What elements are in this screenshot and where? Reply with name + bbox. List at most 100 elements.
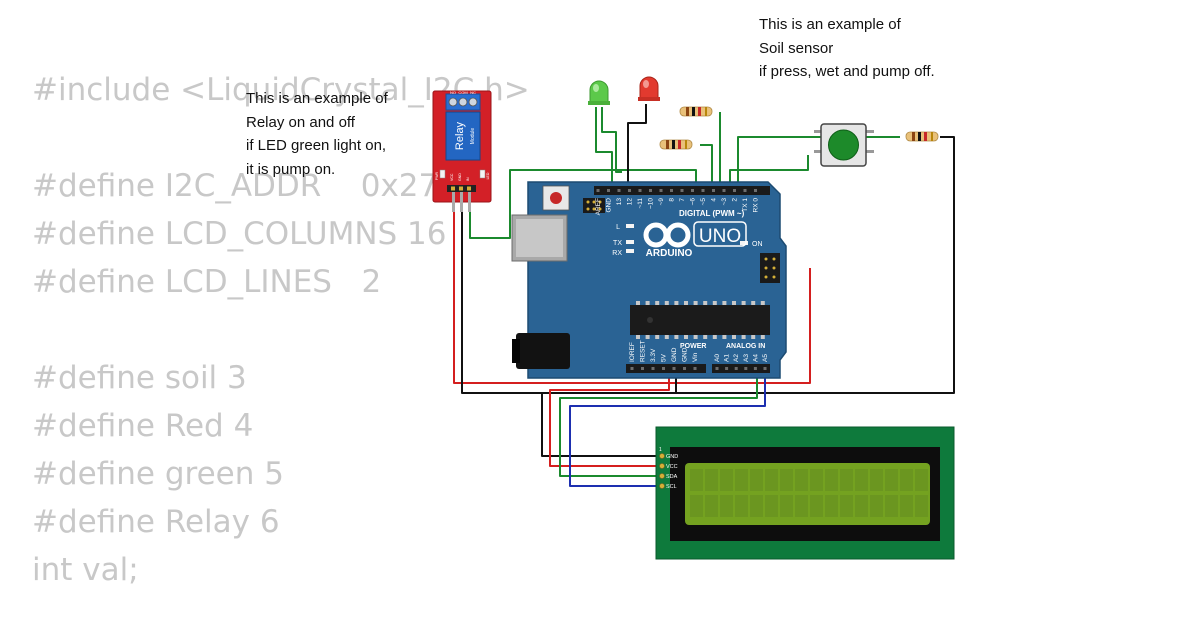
digital-pin-label: ~9 bbox=[658, 198, 665, 206]
lcd-module: 1 GND VCC SDA SCL bbox=[655, 426, 955, 560]
code-line: #define Relay 6 bbox=[32, 504, 280, 540]
relay-label: Relay bbox=[454, 121, 466, 150]
digital-pin-label: 2 bbox=[732, 198, 739, 202]
led-red bbox=[638, 76, 660, 101]
wire-lcd-sda bbox=[559, 366, 758, 477]
analog-header bbox=[712, 364, 770, 373]
analog-pin-label: A5 bbox=[762, 354, 769, 362]
digital-pin-label: 12 bbox=[627, 198, 634, 206]
power-pin-label: IOREF bbox=[629, 342, 636, 362]
digital-pin-label: 8 bbox=[669, 198, 676, 202]
power-pin-label: GND bbox=[682, 347, 689, 362]
analog-pin-label: A0 bbox=[714, 354, 721, 362]
relay-pin-in: IN bbox=[466, 177, 470, 181]
wire-relay-in bbox=[469, 169, 697, 239]
infinity-logo bbox=[643, 222, 691, 248]
power-pin-label: GND bbox=[671, 347, 678, 362]
wire-res2 bbox=[700, 144, 713, 188]
wire-green-led-b bbox=[601, 107, 622, 173]
digital-pin-label: ~5 bbox=[700, 198, 707, 206]
power-pin-label: RESET bbox=[640, 340, 647, 362]
relay-terminal-com: COM bbox=[458, 90, 467, 95]
power-header bbox=[626, 364, 706, 373]
lcd-pin-label: GND bbox=[666, 454, 678, 460]
digital-pin-label: 7 bbox=[679, 198, 686, 202]
wire-relay-vcc bbox=[453, 212, 811, 384]
wire-green-led-a bbox=[595, 107, 613, 188]
icsp-header-top bbox=[583, 198, 605, 213]
wire-button bbox=[737, 136, 822, 188]
led-on-label: ON bbox=[752, 241, 763, 248]
power-pin-label: Vin bbox=[692, 352, 699, 362]
lcd-pin-label: VCC bbox=[666, 464, 678, 470]
icsp-header-right bbox=[760, 253, 780, 283]
digital-pin-label: 13 bbox=[616, 198, 623, 206]
relay-module: NO COM NC Relay Module PWR LED VCC GND I… bbox=[432, 90, 492, 212]
lcd-pin-label: SCL bbox=[666, 484, 677, 490]
code-line: #define I2C_ADDR 0x27 bbox=[32, 168, 439, 204]
wire-button-pin bbox=[729, 155, 809, 188]
code-line: #define Red 4 bbox=[32, 408, 254, 444]
digital-pin-label: 4 bbox=[711, 198, 718, 202]
code-line: #define LCD_COLUMNS 16 bbox=[32, 216, 447, 252]
power-pin-label: 5V bbox=[661, 353, 668, 362]
board-leds: L TX RX ON bbox=[612, 224, 763, 257]
lcd-i2c-pins: GND VCC SDA SCL bbox=[659, 453, 678, 490]
code-line: #define soil 3 bbox=[32, 360, 247, 396]
relay-led-led: LED bbox=[486, 172, 490, 179]
led-tx-label: TX bbox=[613, 240, 622, 247]
digital-pin-label: ~10 bbox=[648, 198, 655, 209]
wires bbox=[453, 104, 955, 487]
lcd-pin-1-label: 1 bbox=[659, 447, 662, 453]
relay-terminal-no: NO bbox=[450, 90, 456, 95]
code-listing: #include <LiquidCrystal_I2C.h>#define I2… bbox=[32, 66, 530, 594]
relay-led-pwr: PWR bbox=[435, 171, 439, 180]
power-pin-label: 3.3V bbox=[650, 348, 657, 362]
board-model: UNO bbox=[699, 226, 741, 247]
push-button[interactable] bbox=[814, 123, 874, 167]
lcd-pin-label: SDA bbox=[666, 474, 678, 480]
led-green bbox=[588, 80, 610, 105]
led-l-label: L bbox=[616, 224, 620, 231]
digital-pin-label: ~6 bbox=[690, 198, 697, 206]
wire-lcd-vcc bbox=[549, 366, 670, 467]
resistor-1 bbox=[679, 106, 713, 117]
digital-pin-label: ~11 bbox=[637, 198, 644, 209]
analog-pin-label: A3 bbox=[743, 354, 750, 362]
wire-red-led bbox=[627, 104, 647, 188]
digital-pin-label: TX 1 bbox=[742, 198, 749, 212]
lcd-character-cells bbox=[690, 469, 928, 517]
analog-pin-label: A4 bbox=[752, 354, 759, 362]
digital-pin-label: GND bbox=[606, 198, 613, 213]
code-line: #define green 5 bbox=[32, 456, 284, 492]
wire-relay-gnd bbox=[461, 136, 955, 394]
digital-pin-label: ~3 bbox=[721, 198, 728, 206]
digital-pin-label: RX 0 bbox=[753, 198, 760, 213]
relay-terminal-nc: NC bbox=[470, 90, 476, 95]
relay-sublabel: Module bbox=[470, 128, 476, 145]
digital-pin-label: AREF bbox=[595, 198, 602, 215]
code-line: int val; bbox=[32, 552, 139, 588]
analog-label: ANALOG IN bbox=[726, 343, 765, 350]
resistor-2 bbox=[659, 139, 693, 150]
led-rx-label: RX bbox=[612, 250, 622, 257]
relay-pin-vcc: VCC bbox=[450, 173, 454, 181]
analog-pin-label: A2 bbox=[733, 354, 740, 362]
atmega-chip bbox=[630, 301, 770, 339]
relay-note: This is an example of Relay on and off i… bbox=[246, 90, 388, 178]
code-line: #define LCD_LINES 2 bbox=[32, 264, 382, 300]
digital-label: DIGITAL (PWM ~) bbox=[679, 209, 745, 218]
wire-lcd-scl bbox=[569, 366, 766, 487]
soil-note: This is an example of Soil sensor if pre… bbox=[759, 16, 935, 80]
analog-pin-label: A1 bbox=[724, 354, 731, 362]
wire-lcd-gnd bbox=[541, 366, 677, 457]
board-brand: ARDUINO bbox=[646, 248, 693, 259]
power-label: POWER bbox=[680, 343, 706, 350]
relay-pin-gnd: GND bbox=[458, 173, 462, 181]
resistor-3 bbox=[905, 131, 939, 142]
